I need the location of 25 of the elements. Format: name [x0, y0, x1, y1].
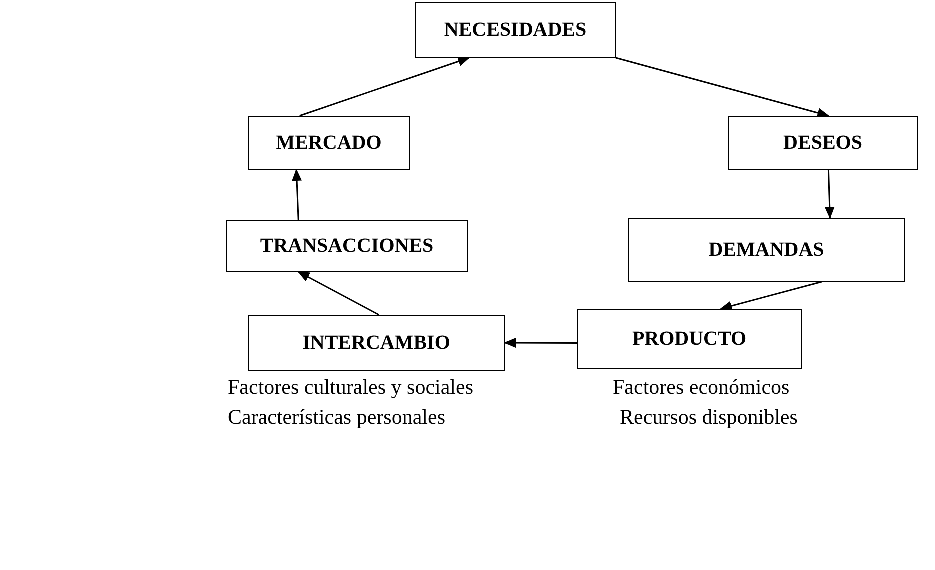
box-label: DESEOS: [784, 132, 862, 154]
arrow: [504, 338, 577, 348]
arrow: [300, 56, 470, 117]
arrow: [824, 170, 835, 219]
note-text: Características personales: [228, 405, 446, 430]
process-box: [248, 116, 410, 170]
box-label: TRANSACCIONES: [260, 234, 434, 258]
process-box: [226, 220, 468, 272]
arrow: [298, 271, 380, 316]
arrow: [720, 281, 822, 311]
process-box: [628, 218, 905, 282]
box-label: PRODUCTO: [632, 328, 747, 350]
box-label: NECESIDADES: [444, 18, 587, 42]
note-text: Factores culturales y sociales: [228, 375, 474, 400]
box-label: INTERCAMBIO: [302, 332, 450, 354]
process-box: [415, 2, 616, 58]
box-label: DEMANDAS: [708, 238, 824, 262]
process-box: [728, 116, 918, 170]
note-text: Recursos disponibles: [620, 405, 798, 430]
arrow: [292, 169, 302, 220]
note-text: Factores económicos: [613, 375, 790, 400]
process-box: [248, 315, 505, 371]
arrow: [616, 57, 830, 118]
box-label: MERCADO: [276, 132, 382, 154]
process-box: [577, 309, 802, 369]
